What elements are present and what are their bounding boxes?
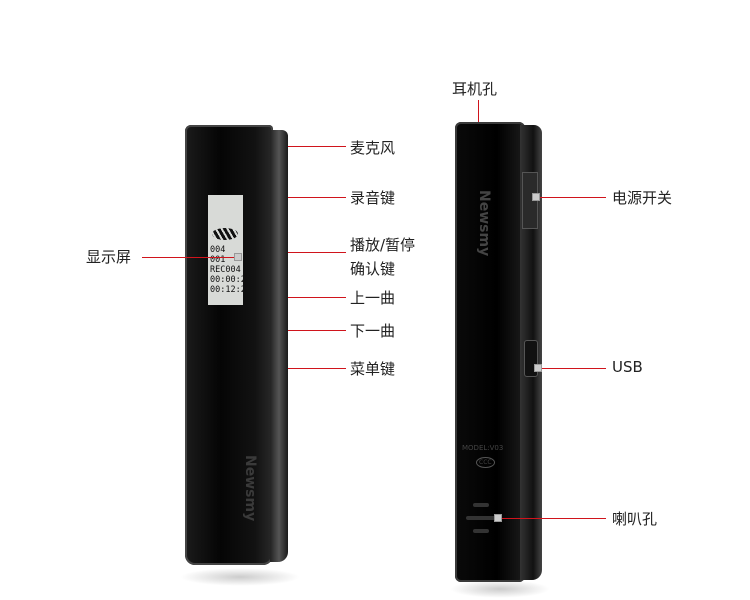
label-headphone: 耳机孔 [452,80,498,98]
label-record: 录音键 [350,189,396,207]
label-menu: 菜单键 [350,360,396,378]
callout-line [288,297,346,298]
label-play-pause: 播放/暂停 [350,236,416,254]
lcd-tape-icon [212,228,238,240]
callout-line [288,368,346,369]
recorder-back [455,122,525,582]
speaker-slot [473,503,489,507]
lcd-screen: 004 001 REC004 00:00:29 00:12:26 [208,195,251,305]
model-text: MODEL:V03 [462,444,504,452]
device-shadow [180,568,300,586]
callout-line [288,146,346,147]
callout-line [496,518,606,519]
callout-dot [494,514,502,522]
callout-line [288,330,346,331]
label-power: 电源开关 [612,189,673,207]
label-prev: 上一曲 [350,289,396,307]
label-confirm: 确认键 [350,260,396,278]
callout-line [536,197,606,198]
callout-line [142,257,236,258]
lcd-line: 00:00:29 [210,275,251,285]
callout-line [478,100,479,122]
label-speaker: 喇叭孔 [612,510,658,528]
callout-dot [234,253,242,261]
callout-dot [534,364,542,372]
label-mic: 麦克风 [350,139,396,157]
device-shadow [450,580,550,598]
lcd-line: 001 [210,255,226,265]
lcd-line: 00:12:26 [210,285,251,295]
lcd-line: 004 [210,245,226,255]
brand-logo: Newsmy [242,455,258,522]
callout-line [288,252,346,253]
recorder-side-buttons [270,130,288,562]
speaker-slot [473,529,489,533]
callout-dot [532,193,540,201]
label-next: 下一曲 [350,322,396,340]
label-usb: USB [612,358,643,376]
brand-logo: Newsmy [476,190,492,257]
speaker-slot [466,516,496,520]
callout-line [538,368,606,369]
recorder-front [185,125,273,565]
ccc-mark: CCC [476,457,495,468]
lcd-line: REC004 [210,265,241,275]
callout-line [288,197,346,198]
label-display: 显示屏 [86,248,132,266]
